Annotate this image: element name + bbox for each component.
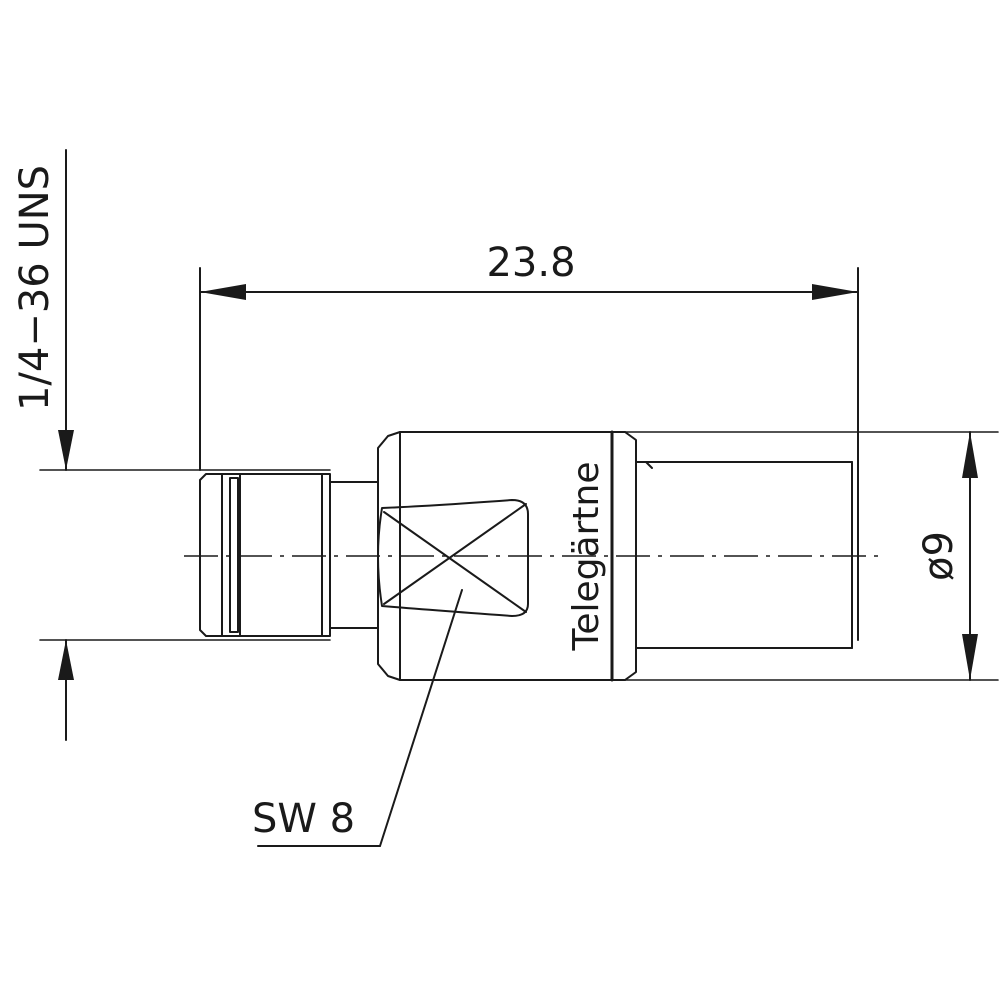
- wrench-size-label: SW 8: [252, 796, 355, 842]
- thread-spec-label: 1/4−36 UNS: [12, 165, 58, 411]
- diameter-dimension-label: ø9: [916, 531, 962, 581]
- flat-cross-b: [383, 503, 527, 605]
- length-dimension-label: 23.8: [486, 240, 575, 286]
- wrench-leader: SW 8: [252, 589, 463, 847]
- neck: [329, 481, 379, 629]
- threaded-jack: [199, 473, 331, 637]
- length-dimension: 23.8: [199, 240, 859, 641]
- diameter-dimension: ø9: [624, 431, 999, 681]
- flat-cross-a: [383, 511, 527, 613]
- crimp-sleeve: [635, 461, 853, 649]
- thread-dimension: 1/4−36 UNS: [12, 149, 331, 741]
